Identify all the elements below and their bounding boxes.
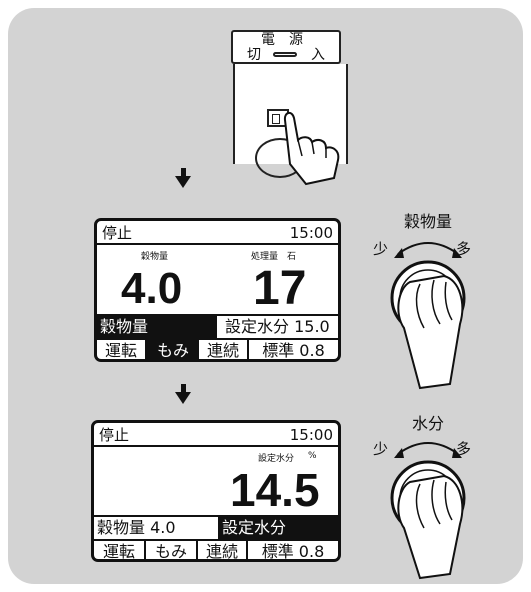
menu-paddy[interactable]: もみ [147, 340, 199, 359]
menu-standard[interactable]: 標準 0.8 [262, 341, 325, 360]
down-arrow-icon [175, 176, 191, 188]
moisture-unit: % [308, 451, 317, 461]
dial-grain-title: 穀物量 [404, 212, 453, 231]
divider [97, 338, 338, 340]
lcd-screen-grain: 停止 15:00 穀物量 処理量 石 4.0 17 穀物量 設定水分 15.0 … [94, 218, 341, 362]
time-text: 15:00 [289, 224, 333, 242]
divider [97, 314, 338, 316]
time-text: 15:00 [289, 426, 333, 444]
menu-paddy[interactable]: もみ [146, 541, 198, 559]
down-arrow-icon [175, 392, 191, 404]
moisture-label: 設定水分 [258, 454, 295, 464]
menu-continuous[interactable]: 連続 [198, 541, 248, 559]
arrow-shaft [181, 384, 186, 392]
grain-amount-value: 4.0 [121, 264, 183, 313]
divider [94, 539, 338, 541]
menu-run[interactable]: 運転 [97, 340, 147, 359]
arrow-shaft [181, 168, 186, 176]
lcd-screen-moisture: 停止 15:00 設定水分 % 14.5 穀物量 4.0 設定水分 運転 もみ … [91, 420, 341, 562]
menu-continuous[interactable]: 連続 [199, 340, 249, 359]
processed-unit: 石 [287, 252, 297, 262]
dial-grain-more: 多 [456, 240, 472, 258]
grain-setting[interactable]: 穀物量 4.0 [97, 518, 176, 537]
pointing-hand-icon [283, 112, 340, 186]
moisture-dial-knob[interactable] [380, 424, 480, 584]
grain-setting-selected[interactable]: 穀物量 [97, 316, 217, 338]
processed-value: 17 [253, 262, 307, 315]
status-text: 停止 [99, 426, 130, 444]
status-text: 停止 [102, 224, 133, 242]
divider [94, 515, 338, 517]
divider [94, 445, 338, 447]
moisture-setting[interactable]: 設定水分 15.0 [225, 317, 330, 336]
switch-slot-icon [273, 52, 297, 57]
moisture-setting-selected[interactable]: 設定水分 [218, 517, 338, 539]
power-switch-label: 電 源 切 入 [231, 30, 341, 64]
power-off-label: 切 [247, 47, 261, 63]
power-switch-title: 電 源 [261, 32, 303, 48]
power-on-label: 入 [311, 47, 325, 63]
dial-grain-less: 少 [373, 240, 389, 258]
grain-dial-knob[interactable] [380, 224, 480, 394]
grain-amount-label: 穀物量 [141, 252, 169, 262]
dial-moisture-title: 水分 [412, 414, 445, 433]
menu-run[interactable]: 運転 [94, 541, 146, 559]
divider [97, 243, 338, 245]
processed-label: 処理量 [251, 252, 279, 262]
dial-moisture-less: 少 [373, 440, 389, 458]
menu-standard[interactable]: 標準 0.8 [261, 542, 325, 561]
dial-moisture-more: 多 [456, 440, 472, 458]
moisture-value: 14.5 [230, 464, 320, 516]
